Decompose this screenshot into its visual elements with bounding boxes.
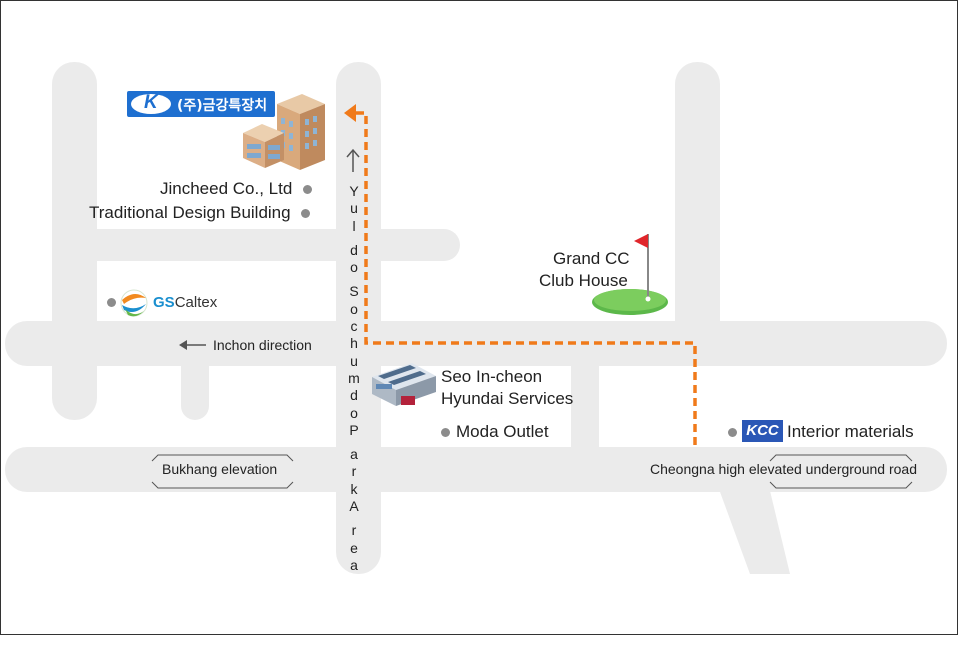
inchon-direction-arrow xyxy=(179,340,206,350)
company-logo: K (주)금강특장치 xyxy=(127,91,275,117)
road-network xyxy=(5,62,947,574)
place-traditional-design-marker xyxy=(301,209,311,219)
road-park-area-letter: o xyxy=(350,404,358,421)
place-gs-caltex: GSCaltex xyxy=(153,294,217,311)
road-park-area-letter: A xyxy=(349,498,359,515)
place-traditional-design: Traditional Design Building xyxy=(89,203,311,223)
road-park-area-letter: c xyxy=(350,318,358,335)
place-moda-outlet-label: Moda Outlet xyxy=(456,422,549,441)
road-park-area-letter: a xyxy=(350,446,358,463)
place-grand-cc-line1: Grand CC xyxy=(553,249,630,268)
place-jincheed-label: Jincheed Co., Ltd xyxy=(160,179,293,198)
road-park-area-letter: Y xyxy=(349,183,359,199)
place-jincheed-marker xyxy=(303,185,313,195)
inchon-direction-label: Inchon direction xyxy=(213,337,312,353)
bukhang-elevation-marks xyxy=(151,454,294,489)
gs-caltex-name: Caltex xyxy=(174,294,218,311)
road-park-area-letter: l xyxy=(352,217,356,234)
road-park-area-gap xyxy=(346,276,362,283)
company-logo-text: (주)금강특장치 xyxy=(177,98,268,114)
place-grand-cc-line2: Club House xyxy=(539,271,628,290)
golf-course-icon xyxy=(592,234,668,315)
place-moda-outlet: Moda Outlet xyxy=(441,422,549,442)
road-park-area-letter: o xyxy=(350,259,358,276)
place-kcc-label: Interior materials xyxy=(787,422,914,441)
place-moda-outlet-marker xyxy=(441,428,450,438)
company-building-icon xyxy=(243,94,325,170)
place-jincheed: Jincheed Co., Ltd xyxy=(160,179,313,199)
route-arrow-head xyxy=(344,104,356,122)
company-logo-oval xyxy=(131,94,171,114)
road-park-area-letter: P xyxy=(349,421,359,438)
road-center-vertical xyxy=(336,62,381,574)
road-park-area-letter: d xyxy=(350,387,358,404)
road-park-area-letter: e xyxy=(350,539,358,556)
road-park-area-gap xyxy=(346,235,362,242)
park-road-up-arrow xyxy=(346,148,360,172)
gs-caltex-logo-icon xyxy=(120,289,148,317)
road-park-area-letter: d xyxy=(350,241,358,258)
road-park-area-letter: h xyxy=(350,335,358,352)
road-park-area-letter: m xyxy=(348,369,360,386)
road-park-area-letter: k xyxy=(350,480,358,497)
road-park-area-letter: u xyxy=(350,200,358,217)
road-bottom-horizontal xyxy=(5,447,947,492)
road-park-area-gap xyxy=(346,515,362,522)
cheongna-road-marks xyxy=(769,454,913,489)
service-center-building-icon xyxy=(372,363,436,406)
kcc-logo: KCC xyxy=(742,420,783,442)
place-seo-incheon-line2: Hyundai Services xyxy=(441,389,574,408)
road-bukhang-label: Bukhang elevation xyxy=(162,461,278,477)
place-traditional-design-label: Traditional Design Building xyxy=(89,203,291,222)
company-logo-letter: K xyxy=(144,92,158,113)
road-park-area-letter: u xyxy=(350,352,358,369)
road-park-area-letter: o xyxy=(350,300,358,317)
road-mid-vertical xyxy=(571,355,599,455)
road-park-area-letter: S xyxy=(349,283,359,300)
road-park-area-letter: a xyxy=(350,556,358,573)
road-park-area-letter: r xyxy=(351,463,357,480)
road-cheongna-label: Cheongna high elevated underground road xyxy=(650,461,917,477)
road-diagonal xyxy=(712,470,790,574)
place-seo-incheon-line1: Seo In-cheon xyxy=(441,367,543,386)
road-upper-horizontal xyxy=(52,229,460,261)
road-right-vertical xyxy=(675,62,720,362)
gs-caltex-brand: GS xyxy=(153,294,175,311)
road-park-area-letter: r xyxy=(351,522,357,539)
road-park-area-gap xyxy=(346,439,362,446)
place-kcc-marker xyxy=(728,428,737,437)
road-main-horizontal xyxy=(5,321,947,366)
route-path xyxy=(352,111,697,445)
place-gs-caltex-marker xyxy=(107,298,116,307)
